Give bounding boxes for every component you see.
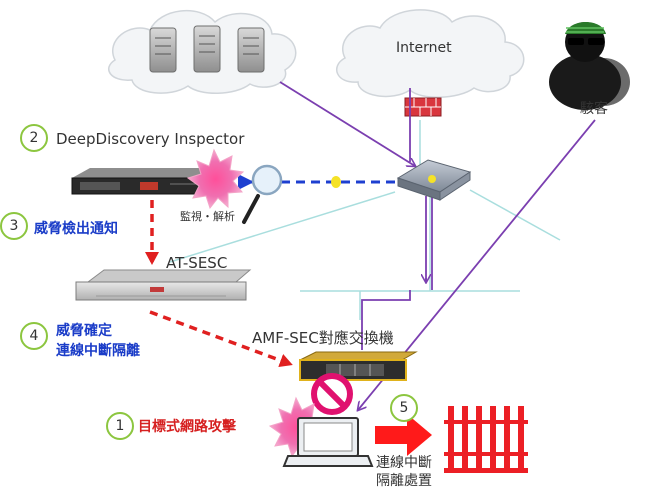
monitor-label: 監視・解析 <box>180 210 235 223</box>
step-3-badge: 3 <box>0 212 28 240</box>
isolation-bars-icon <box>444 406 528 473</box>
isolation-result-arrow <box>375 414 432 456</box>
targeted-attack-label: 目標式網路攻擊 <box>138 419 236 435</box>
step-1-badge: 1 <box>106 412 134 440</box>
hacker-icon <box>549 22 630 110</box>
server-icon <box>149 27 177 73</box>
threat-notify-label: 威脅檢出通知 <box>34 221 118 237</box>
amf-sec-switch <box>299 351 418 381</box>
deepdiscovery-label: DeepDiscovery Inspector <box>56 130 245 148</box>
step-4-badge: 4 <box>20 322 48 350</box>
prohibit-icon <box>311 373 353 415</box>
amf-sec-label: AMF-SEC對應交換機 <box>252 329 394 347</box>
server-icon <box>193 25 221 73</box>
laptop-icon <box>282 417 374 467</box>
disconnect-label: 連線中斷 <box>376 455 432 471</box>
isolation-label: 連線中斷隔離 <box>56 343 140 359</box>
internet-label: Internet <box>396 40 452 56</box>
step-2-badge: 2 <box>20 124 48 152</box>
at-sesc-server <box>75 269 252 301</box>
alert-burst-icon <box>186 148 245 210</box>
magnifier-icon <box>242 164 283 224</box>
at-sesc-label: AT-SESC <box>166 254 228 272</box>
step-5-badge: 5 <box>390 394 418 422</box>
isolation-arrow <box>149 310 293 368</box>
internet-cloud <box>335 9 525 98</box>
quarantine-label: 隔離處置 <box>376 473 432 489</box>
threat-confirm-label: 威脅確定 <box>56 323 112 339</box>
firewall-icon <box>404 97 442 117</box>
server-icon <box>237 27 265 73</box>
core-switch-icon <box>396 159 472 201</box>
hacker-label: 駭客 <box>580 101 608 117</box>
